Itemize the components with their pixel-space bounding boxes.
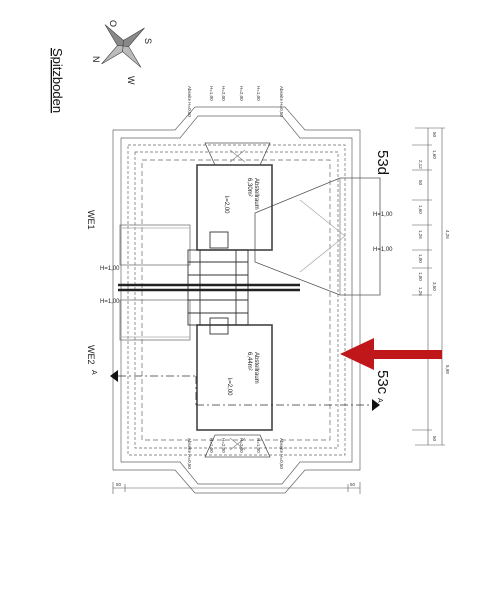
room-lower-area: 6,44m² [246, 352, 252, 371]
dimension-label: 1,00 [418, 272, 423, 281]
compass-rose-icon [101, 24, 145, 68]
height-labels: H=1,00 H=1,00 H=1,00 H=1,00 [100, 212, 393, 305]
compass-s: S [143, 38, 153, 44]
room-upper-area: 6,30m² [246, 178, 252, 197]
height-mark: H=2,00 [221, 438, 226, 453]
floor-title-text: Spitzboden [50, 48, 65, 113]
we1-label: WE1 [86, 210, 96, 230]
dimension-label: 1,00 [418, 254, 423, 263]
dimension-labels-bottom: 50 50 [116, 482, 356, 487]
room-lower-name: Abstellraum [253, 352, 259, 384]
dimension-label: 5,98 [445, 365, 450, 374]
height-mark: Abseite H=0,50 [279, 86, 284, 117]
height-mark: H=2,00 [239, 86, 244, 101]
h-label: H=1,00 [373, 247, 393, 253]
section-marker-letters: A A [90, 370, 383, 403]
height-mark: Abseite H=0,50 [187, 438, 192, 469]
dimension-label: 50 [432, 132, 437, 138]
height-mark: H=1,00 [256, 86, 261, 101]
compass-letters: O S N W [91, 20, 153, 85]
room-upper-height: lₗ=2,00 [223, 196, 229, 214]
we2-label: WE2 [86, 345, 96, 365]
h-label: H=1,00 [100, 299, 120, 305]
party-wall [118, 283, 300, 292]
height-mark: H=1,00 [209, 86, 214, 101]
room-lower-labels: Abstellraum 6,44m² lₗ=2,00 [226, 352, 259, 396]
staircase [187, 231, 249, 335]
height-mark: H=1,00 [256, 438, 261, 453]
section-marker-a: A [376, 398, 383, 403]
dimension-label: 50 [116, 482, 122, 487]
dimension-chain-bottom [112, 482, 361, 494]
height-mark: Abseite H=0,50 [279, 438, 284, 469]
height-mark: H=2,00 [221, 86, 226, 101]
floor-title: Spitzboden [50, 48, 65, 113]
height-mark: H=2,00 [239, 438, 244, 453]
dimension-label: 50 [432, 436, 437, 442]
dimension-chain-right [415, 127, 445, 446]
compass-w: W [126, 76, 136, 85]
room-upper-labels: Abstellraum 6,30m² lₗ=2,00 [223, 178, 259, 214]
height-marks-bottom: Abseite H=0,50 H=1,00 H=2,00 H=2,00 H=1,… [187, 438, 284, 469]
dimension-label: 1,26 [418, 230, 423, 239]
dimension-label: 50 [350, 482, 356, 487]
room-upper-name: Abstellraum [253, 178, 259, 210]
height-mark: Abseite H=0,50 [187, 86, 192, 117]
we-labels: WE1 WE2 [86, 210, 96, 365]
dimension-label: 1,26 [418, 287, 423, 296]
height-marks-top: Abseite H=0,50 H=1,00 H=2,00 H=2,00 H=1,… [187, 86, 284, 117]
unit-bottom-label: 53c [374, 370, 391, 395]
compass-n: N [91, 56, 101, 63]
dimension-label: 2,12 [418, 160, 423, 169]
right-dormer [254, 177, 381, 296]
dimension-label: 1,60 [418, 205, 423, 214]
dimension-label: 3,50 [432, 282, 437, 291]
compass-o: O [108, 20, 118, 27]
unit-labels: 53d 53c [374, 150, 391, 395]
dimension-label: 4,26 [445, 230, 450, 239]
h-label: H=1,00 [100, 266, 120, 272]
storage-rooms [196, 164, 273, 431]
section-line [118, 375, 372, 406]
h-label: H=1,00 [373, 212, 393, 218]
height-mark: H=1,00 [209, 438, 214, 453]
dimension-labels-right: 50 1,60 2,12 1,60 1,26 50 4,26 1,00 1,00… [418, 132, 450, 442]
dimension-label: 1,60 [432, 150, 437, 159]
unit-top-label: 53d [374, 150, 391, 175]
left-dormers [119, 224, 191, 341]
room-lower-height: lₗ=2,00 [226, 378, 232, 396]
section-marker-a: A [90, 370, 97, 375]
red-arrow-icon [340, 338, 442, 370]
section-markers [110, 370, 380, 411]
dimension-label: 50 [418, 180, 423, 186]
dimension-ticks-right [412, 144, 432, 431]
